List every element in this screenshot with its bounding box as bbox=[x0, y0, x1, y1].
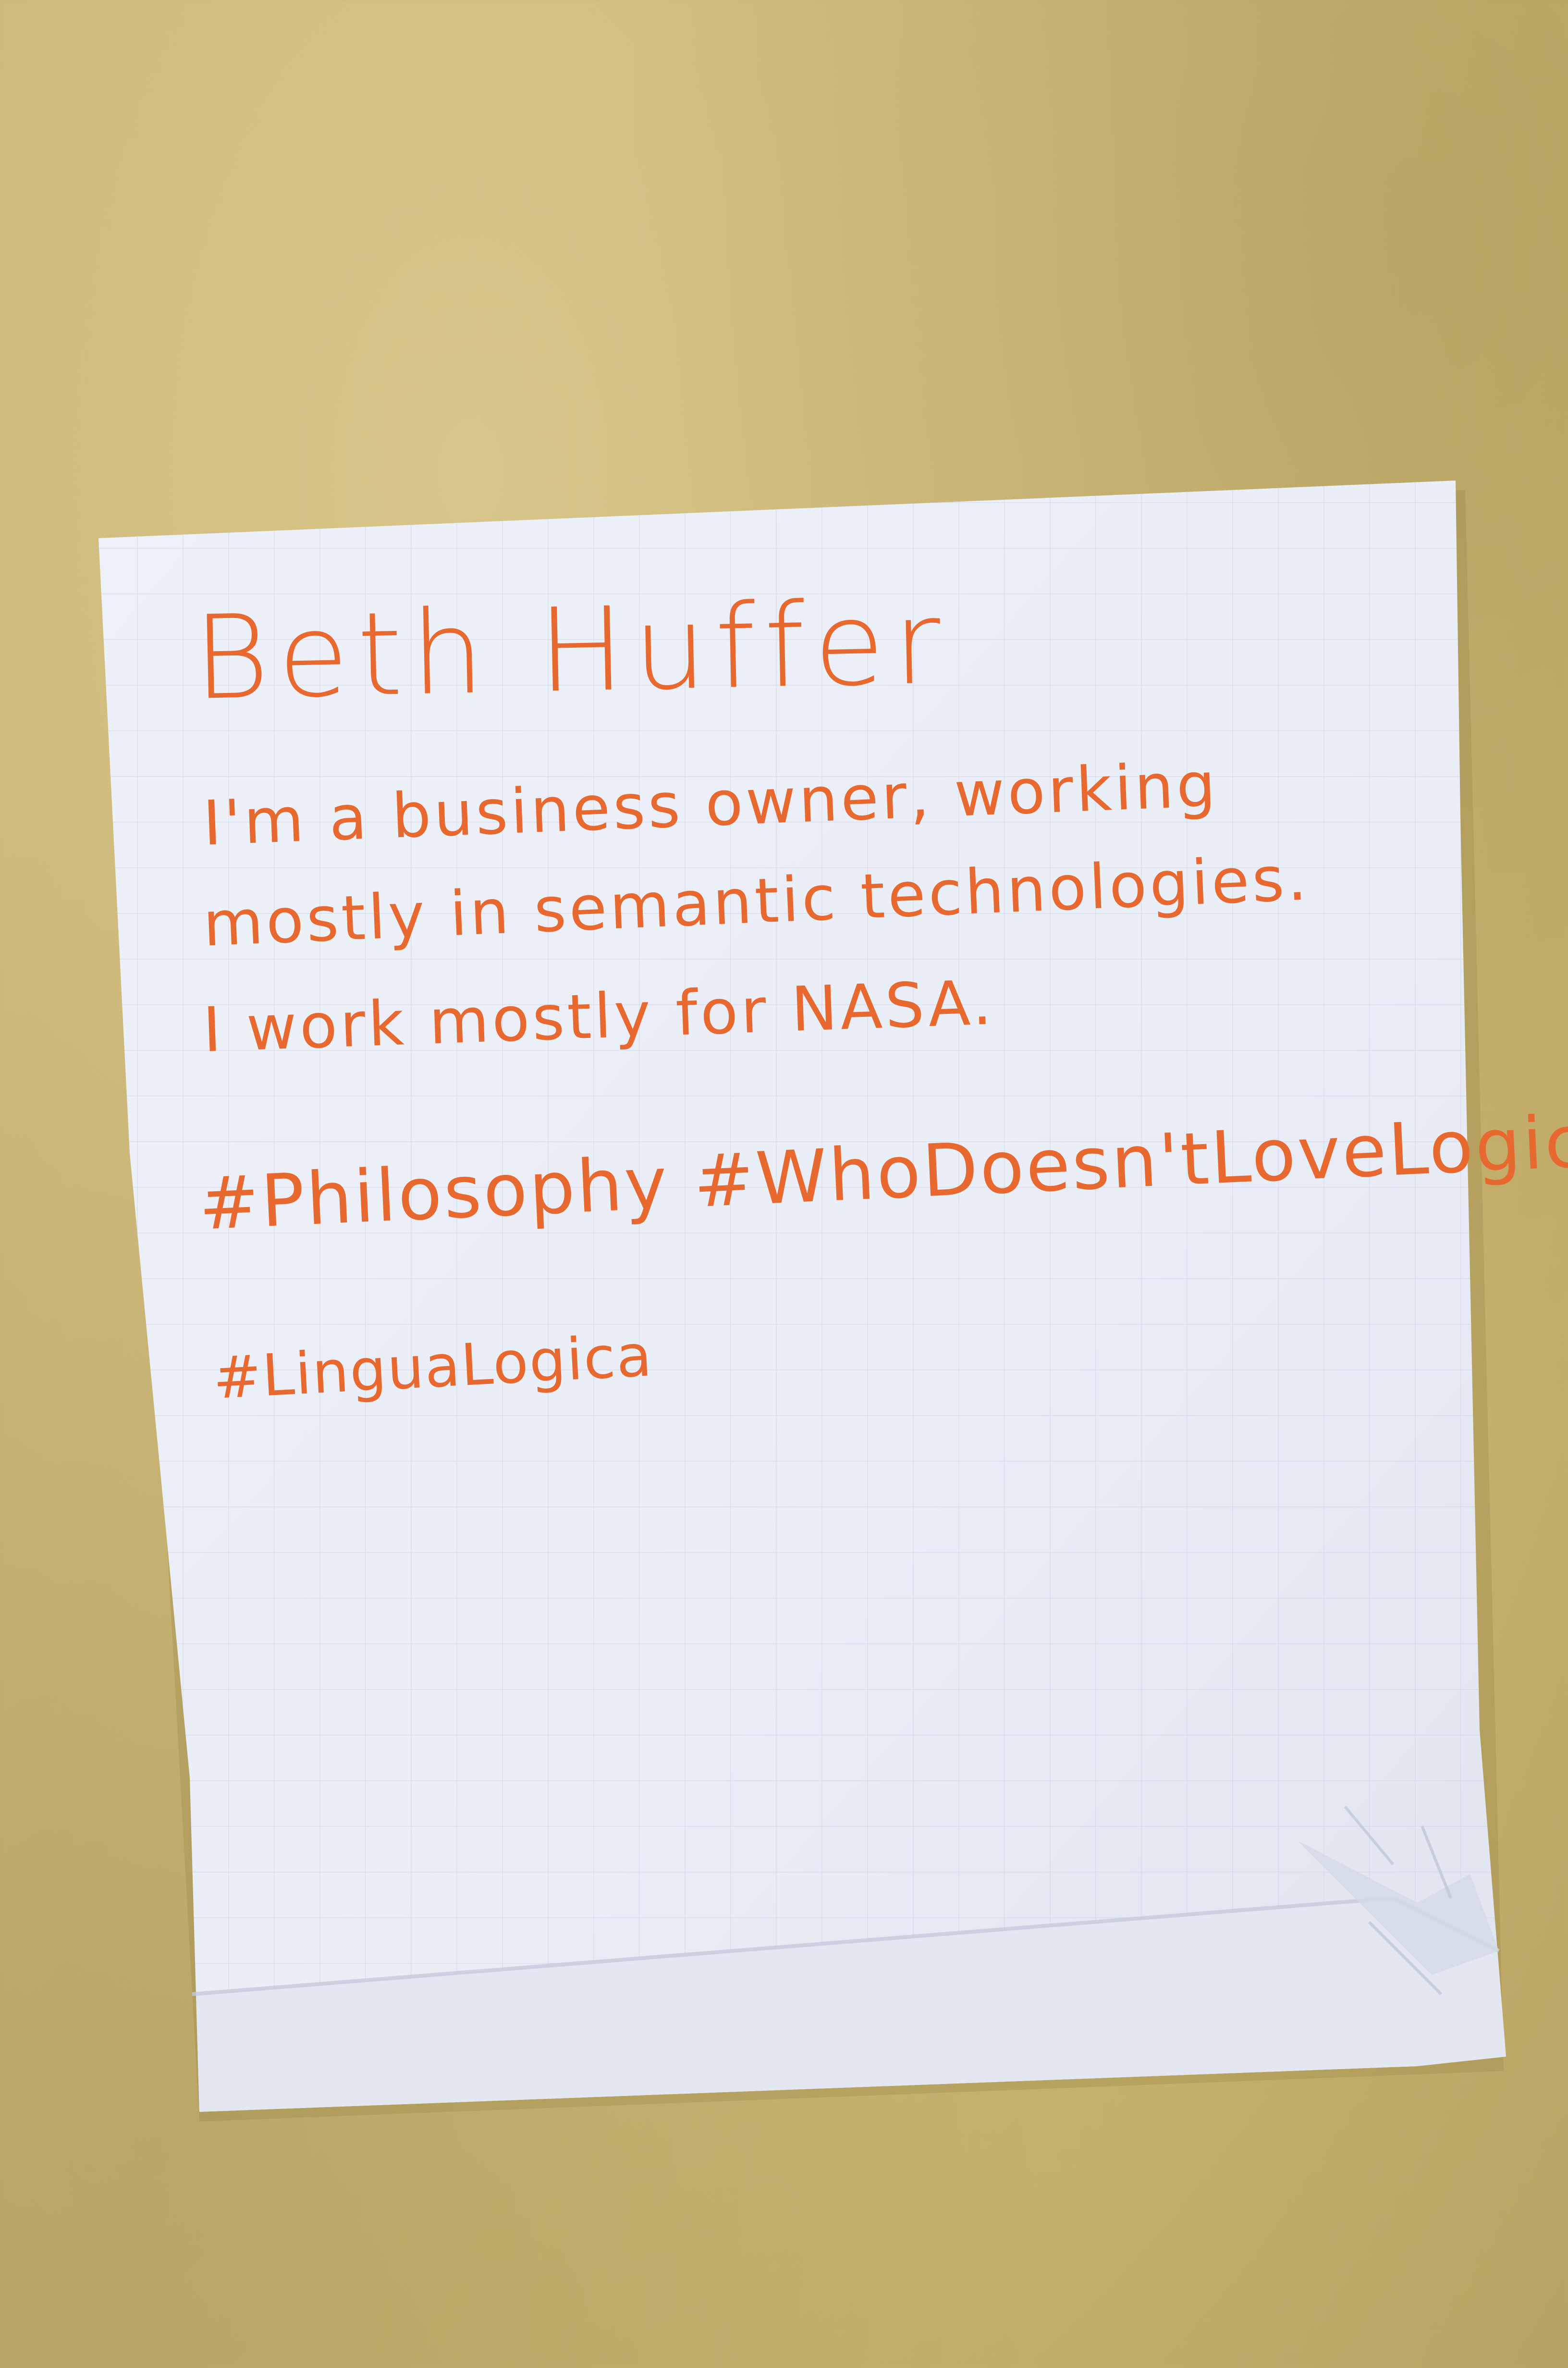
author-name: Beth Huffer bbox=[192, 575, 951, 726]
intro-line-1: I'm a business owner, working bbox=[202, 749, 1220, 860]
crumple-patch bbox=[1297, 1840, 1499, 1975]
hashtags-row-2: #LinguaLogica bbox=[211, 1322, 654, 1412]
folded-edge bbox=[192, 1898, 1506, 2112]
hashtags-row-1: #Philosophy #WhoDoesn'tLoveLogic? bbox=[197, 1098, 1568, 1246]
intro-line-3: I work mostly for NASA. bbox=[202, 967, 996, 1066]
crumple-wrinkles bbox=[1344, 1806, 1452, 1996]
intro-line-2: mostly in semantic technologies. bbox=[202, 842, 1311, 961]
